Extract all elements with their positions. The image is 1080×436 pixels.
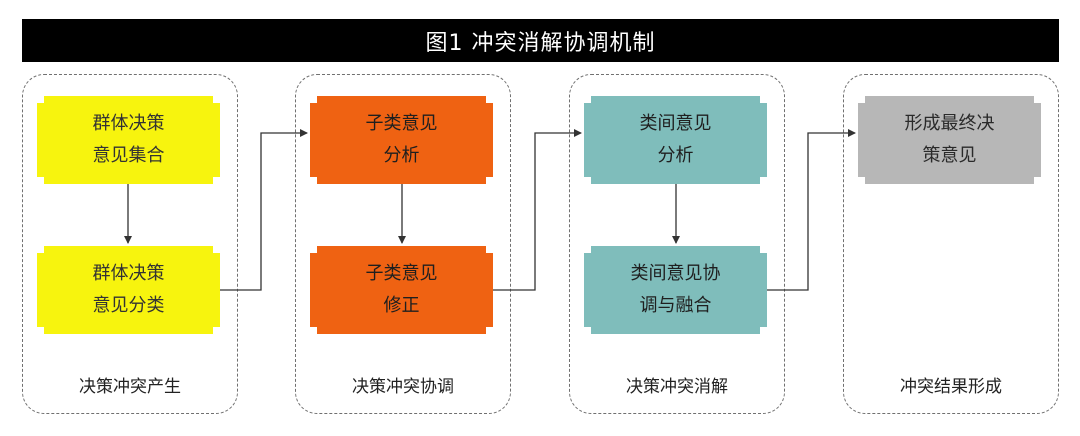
stage-label: 决策冲突协调 — [352, 377, 454, 397]
box-group-opinion-classification: 群体决策意见分类 — [37, 246, 220, 334]
box-text-line2: 调与融合 — [639, 295, 712, 316]
box-subclass-opinion-analysis: 子类意见分析 — [310, 96, 493, 184]
box-text-line1: 群体决策 — [92, 113, 165, 134]
figure-title: 图1 冲突消解协调机制 — [22, 19, 1059, 62]
box-text-line2: 分析 — [657, 145, 694, 166]
arrow-stage2-to-stage3 — [493, 129, 582, 291]
stage-label: 决策冲突产生 — [79, 377, 181, 397]
box-text-line1: 子类意见 — [365, 263, 438, 284]
box-text-line1: 子类意见 — [365, 113, 438, 134]
box-text-line1: 类间意见协 — [630, 263, 721, 284]
box-text-line2: 意见集合 — [92, 145, 165, 166]
box-text-line2: 意见分类 — [92, 295, 165, 316]
arrow-stage1-to-stage2 — [220, 129, 308, 291]
box-final-decision-opinion: 形成最终决策意见 — [858, 96, 1041, 184]
stage-result-formation: 冲突结果形成 — [843, 74, 1059, 414]
stage-conflict-resolution: 决策冲突消解 — [569, 74, 785, 414]
stage-conflict-coordination: 决策冲突协调 — [295, 74, 511, 414]
box-text-line2: 分析 — [383, 145, 420, 166]
box-subclass-opinion-revision: 子类意见修正 — [310, 246, 493, 334]
stage-label: 决策冲突消解 — [626, 377, 728, 397]
box-interclass-coordination-fusion: 类间意见协调与融合 — [584, 246, 767, 334]
box-text-line1: 群体决策 — [92, 263, 165, 284]
box-group-opinion-collection: 群体决策意见集合 — [37, 96, 220, 184]
box-interclass-opinion-analysis: 类间意见分析 — [584, 96, 767, 184]
box-text-line1: 类间意见 — [639, 113, 712, 134]
box-text-line2: 修正 — [383, 295, 420, 316]
stage-label: 冲突结果形成 — [900, 377, 1002, 397]
box-text-line1: 形成最终决 — [904, 113, 995, 134]
arrow-stage3-to-stage4 — [767, 129, 856, 291]
stage-conflict-generation: 决策冲突产生 — [22, 74, 238, 414]
box-text-line2: 策意见 — [922, 145, 977, 166]
